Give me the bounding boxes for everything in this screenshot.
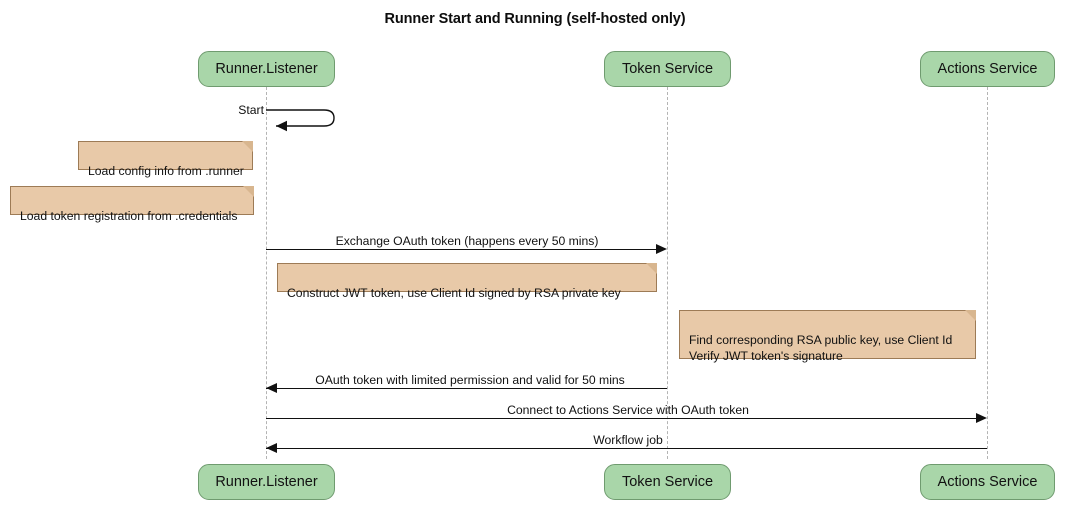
message-arrowhead-connect-actions-service [976, 413, 987, 423]
lifeline-actions [987, 87, 988, 459]
participant-label: Actions Service [937, 61, 1038, 77]
note-verify-jwt: Find corresponding RSA public key, use C… [679, 310, 976, 363]
participant-token-service-bottom[interactable]: Token Service [604, 464, 731, 500]
participant-label: Runner.Listener [215, 61, 318, 77]
message-line-connect-actions-service [266, 418, 977, 419]
participant-runner-listener-bottom[interactable]: Runner.Listener [198, 464, 335, 500]
message-label-connect-actions-service: Connect to Actions Service with OAuth to… [507, 403, 749, 417]
diagram-title: Runner Start and Running (self-hosted on… [384, 11, 686, 27]
message-self-loop-start [262, 104, 340, 132]
note-load-config: Load config info from .runner [78, 141, 253, 178]
participant-label: Runner.Listener [215, 474, 318, 490]
message-line-workflow-job [266, 448, 987, 449]
participant-label: Token Service [621, 61, 714, 77]
message-label-exchange-oauth-token: Exchange OAuth token (happens every 50 m… [335, 234, 599, 248]
message-arrowhead-exchange-oauth-token [656, 244, 667, 254]
note-load-token-registration: Load token registration from .credential… [10, 186, 254, 223]
note-fold-icon [965, 310, 976, 321]
self-loop-svg [266, 109, 335, 132]
participant-runner-listener-top[interactable]: Runner.Listener [198, 51, 335, 87]
participant-token-service-top[interactable]: Token Service [604, 51, 731, 87]
participant-actions-service-bottom[interactable]: Actions Service [920, 464, 1055, 500]
lifeline-token [667, 87, 668, 459]
participant-label: Token Service [621, 474, 714, 490]
message-label-workflow-job: Workflow job [593, 433, 663, 447]
note-text: Load token registration from .credential… [20, 209, 238, 223]
message-line-oauth-token-reply [266, 388, 667, 389]
message-line-exchange-oauth-token [266, 249, 657, 250]
note-construct-jwt: Construct JWT token, use Client Id signe… [277, 263, 657, 300]
note-fold-icon [242, 141, 253, 152]
message-arrowhead-workflow-job [266, 443, 277, 453]
note-fold-icon [646, 263, 657, 274]
note-text: Construct JWT token, use Client Id signe… [287, 286, 621, 300]
message-arrowhead-oauth-token-reply [266, 383, 277, 393]
note-text: Load config info from .runner [88, 164, 244, 178]
message-label-oauth-token-reply: OAuth token with limited permission and … [315, 373, 625, 387]
participant-label: Actions Service [937, 474, 1038, 490]
note-fold-icon [243, 186, 254, 197]
message-label-start: Start [238, 103, 264, 117]
lifeline-runner [266, 87, 267, 459]
participant-actions-service-top[interactable]: Actions Service [920, 51, 1055, 87]
note-text: Find corresponding RSA public key, use C… [689, 333, 953, 363]
